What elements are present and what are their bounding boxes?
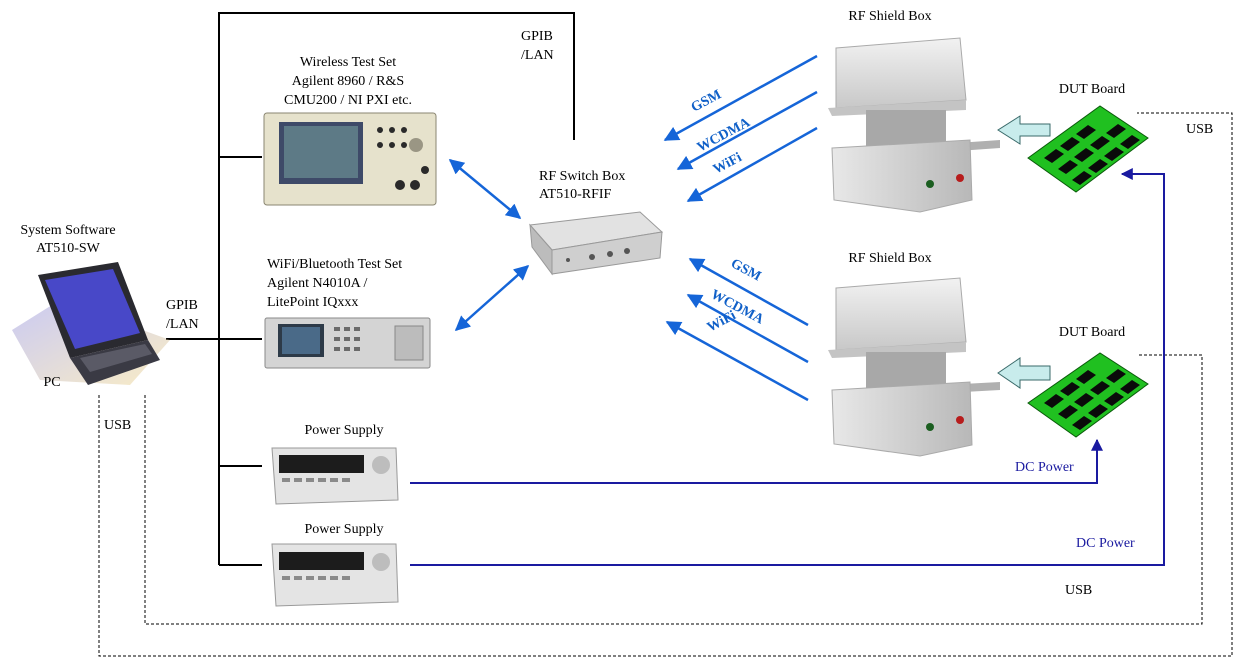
dc-power-1-label: DC Power bbox=[1015, 460, 1074, 475]
rf-links bbox=[448, 54, 818, 402]
wireless-test-set bbox=[263, 112, 437, 206]
rf-switch-box bbox=[528, 211, 664, 276]
usb-bottom-label: USB bbox=[1065, 583, 1092, 598]
dut-board-bottom-label: DUT Board bbox=[1059, 325, 1125, 340]
power-supply-2 bbox=[271, 543, 399, 607]
system-software-id-label: AT510-SW bbox=[36, 241, 101, 256]
rf-shield-box-bottom bbox=[828, 277, 1000, 457]
wifi-bottom-label: WiFi bbox=[705, 308, 739, 335]
wifi-bt-test-set-models-1: Agilent N4010A / bbox=[267, 276, 367, 291]
dut-board-top-label: DUT Board bbox=[1059, 82, 1125, 97]
usb-cables bbox=[98, 112, 1233, 657]
rf-shield-box-top bbox=[828, 37, 1000, 213]
rf-shield-box-bottom-label: RF Shield Box bbox=[848, 251, 931, 266]
pc-label: PC bbox=[43, 375, 60, 390]
dut-board-top bbox=[1027, 105, 1149, 193]
rf-switch-box-label: RF Switch Box bbox=[539, 169, 625, 184]
system-software-label: System Software bbox=[20, 223, 115, 238]
power-supply-1 bbox=[271, 447, 399, 505]
control-bus bbox=[166, 12, 575, 566]
power-supply-1-label: Power Supply bbox=[305, 423, 384, 438]
wifi-bt-test-set-models-2: LitePoint IQxxx bbox=[267, 295, 358, 310]
wifi-bluetooth-test-set bbox=[264, 317, 431, 369]
gpib-left-label: GPIB bbox=[166, 298, 198, 313]
gsm-bottom-label: GSM bbox=[728, 256, 763, 284]
pc-laptop bbox=[8, 255, 170, 395]
wireless-test-set-title: Wireless Test Set bbox=[300, 55, 396, 70]
wireless-test-set-models-1: Agilent 8960 / R&S bbox=[292, 74, 404, 89]
insert-arrows bbox=[997, 115, 1051, 389]
dc-power-2-label: DC Power bbox=[1076, 536, 1135, 551]
lan-top-label: /LAN bbox=[521, 48, 554, 63]
rf-switch-box-id-label: AT510-RFIF bbox=[539, 187, 612, 202]
gpib-top-label: GPIB bbox=[521, 29, 553, 44]
wireless-test-set-models-2: CMU200 / NI PXI etc. bbox=[284, 93, 412, 108]
wifi-top-label: WiFi bbox=[711, 150, 745, 177]
power-supply-2-label: Power Supply bbox=[305, 522, 384, 537]
usb-right-label: USB bbox=[1186, 122, 1213, 137]
rf-shield-box-top-label: RF Shield Box bbox=[848, 9, 931, 24]
wifi-bt-test-set-title: WiFi/Bluetooth Test Set bbox=[267, 257, 402, 272]
usb-left-label: USB bbox=[104, 418, 131, 433]
lan-left-label: /LAN bbox=[166, 317, 199, 332]
dut-board-bottom bbox=[1027, 352, 1149, 438]
dc-power-lines bbox=[410, 168, 1165, 566]
wcdma-top-label: WCDMA bbox=[695, 115, 754, 156]
